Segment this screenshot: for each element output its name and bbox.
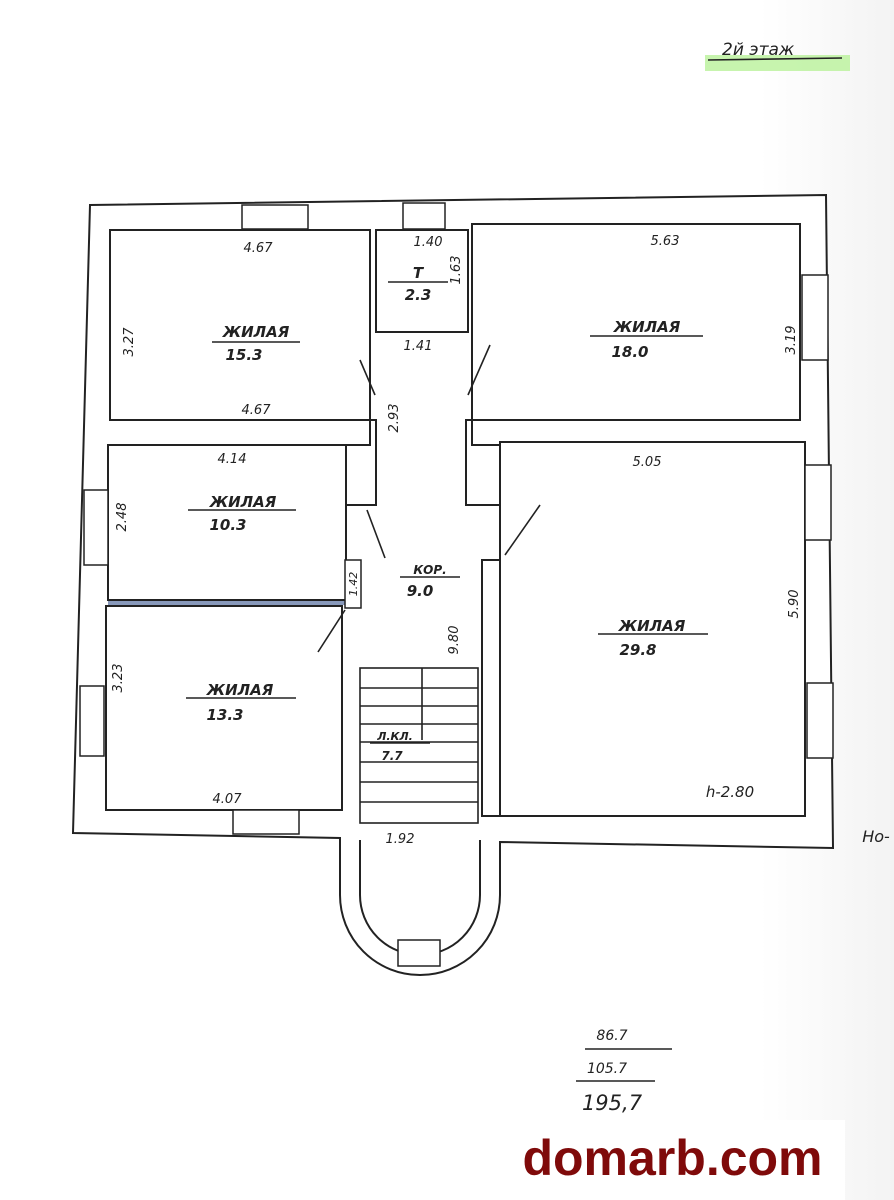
room-living-29-8 (499, 441, 806, 817)
room-label: ЖИЛАЯ (209, 493, 277, 511)
dimension: 3.19 (784, 326, 799, 355)
title-underline (707, 57, 843, 61)
living-area-total: 86.7 (596, 1028, 627, 1044)
room-living-18-0 (471, 223, 801, 421)
dimension: 1.42 (347, 572, 360, 597)
dimension: 4.07 (213, 792, 243, 807)
total-area: 105.7 (587, 1061, 627, 1077)
room-wc (375, 229, 469, 333)
room-area: 10.3 (209, 516, 246, 534)
ceiling-height: h-2.80 (706, 783, 754, 801)
dimension: 3.27 (122, 327, 137, 357)
dimension: 5.90 (787, 590, 802, 619)
room-area: 7.7 (381, 749, 403, 763)
room-area: 29.8 (619, 641, 656, 659)
edge-note: Но- (862, 827, 890, 846)
corridor-wall-right (465, 419, 501, 506)
dimension: 2.93 (387, 404, 402, 433)
room-label: ЖИЛАЯ (222, 323, 290, 341)
dimension: 1.41 (404, 339, 433, 354)
door-swings (186, 281, 708, 744)
corridor-wall-left (345, 419, 377, 506)
dimension: 3.23 (111, 664, 126, 693)
room-label: ЖИЛАЯ (206, 681, 274, 699)
area-sum: 195,7 (582, 1091, 643, 1115)
dimension: 4.14 (218, 452, 247, 467)
room-living-15-3 (109, 229, 371, 421)
room-label: Л.КЛ. (376, 730, 413, 743)
room-area: 9.0 (407, 582, 434, 600)
dimension: 5.05 (633, 455, 662, 470)
floor-title: 2й этаж (722, 40, 795, 60)
room-label: ЖИЛАЯ (618, 617, 686, 635)
dimension: 5.63 (651, 234, 680, 249)
room-label: КОР. (413, 563, 446, 577)
pillar (344, 559, 362, 609)
dimension: 1.92 (386, 832, 415, 847)
dimension: 4.67 (242, 403, 272, 418)
dimension: 2.48 (115, 503, 130, 532)
stair-wall (481, 559, 501, 817)
stair-bay-inner (359, 840, 481, 956)
room-area: 2.3 (405, 286, 432, 304)
dimension: 9.80 (447, 626, 462, 655)
dimension: 1.40 (414, 235, 443, 250)
dimension: 4.67 (244, 241, 274, 256)
room-label: 18.0 (611, 343, 648, 361)
room-area: 15.3 (225, 346, 262, 364)
staircase (359, 667, 479, 824)
area-totals: 86.7 105.7 195,7 (576, 1028, 672, 1115)
room-area: 13.3 (206, 706, 243, 724)
room-living-13-3 (105, 605, 343, 811)
dimension: 1.63 (449, 256, 464, 285)
room-label: Т (413, 264, 425, 282)
room-living-10-3 (107, 444, 347, 601)
watermark-logo: domarb.com (500, 1120, 845, 1200)
windows (79, 202, 834, 967)
room-label: ЖИЛАЯ (613, 318, 681, 336)
